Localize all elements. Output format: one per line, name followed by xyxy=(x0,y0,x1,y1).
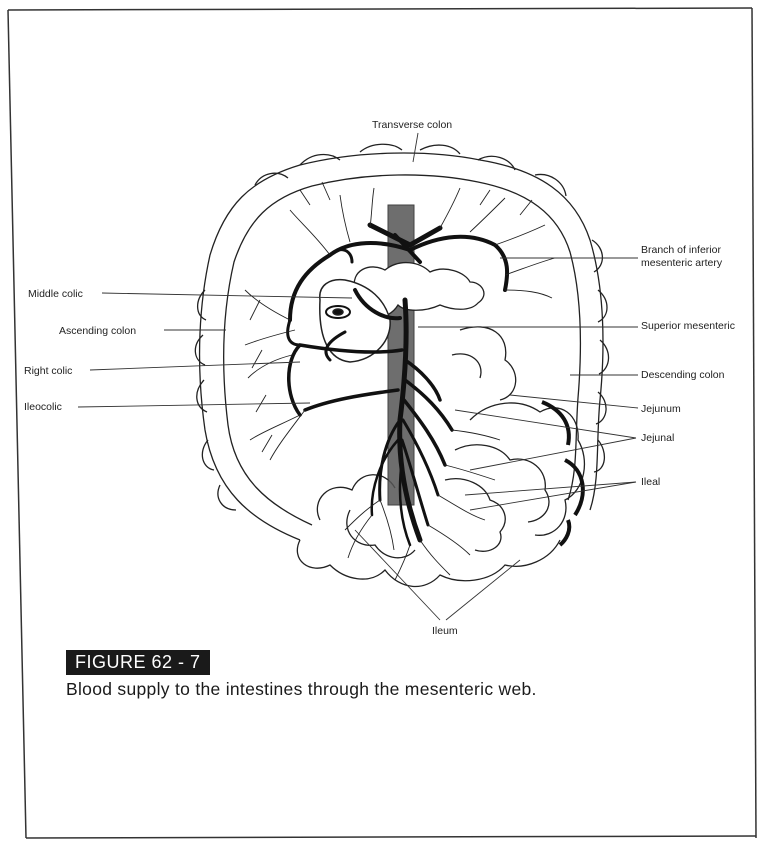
label-ileum: Ileum xyxy=(432,625,458,637)
figure-caption: Blood supply to the intestines through t… xyxy=(66,679,537,700)
figure-tag: FIGURE 62 - 7 xyxy=(66,650,210,675)
label-jejunal: Jejunal xyxy=(641,432,674,444)
label-ileocolic: Ileocolic xyxy=(24,401,62,413)
label-superior-mesenteric: Superior mesenteric xyxy=(641,320,735,332)
label-descending-colon: Descending colon xyxy=(641,369,724,381)
label-transverse-colon: Transverse colon xyxy=(372,119,452,131)
label-ascending-colon: Ascending colon xyxy=(59,325,136,337)
page-border xyxy=(8,8,756,838)
label-branch-inferior-line1: Branch of inferior xyxy=(641,244,721,256)
label-jejunum: Jejunum xyxy=(641,403,681,415)
label-middle-colic: Middle colic xyxy=(28,288,83,300)
label-right-colic: Right colic xyxy=(24,365,72,377)
leader-lines xyxy=(78,133,638,620)
label-ileal: Ileal xyxy=(641,476,660,488)
label-branch-inferior-line2: mesenteric artery xyxy=(641,257,722,269)
